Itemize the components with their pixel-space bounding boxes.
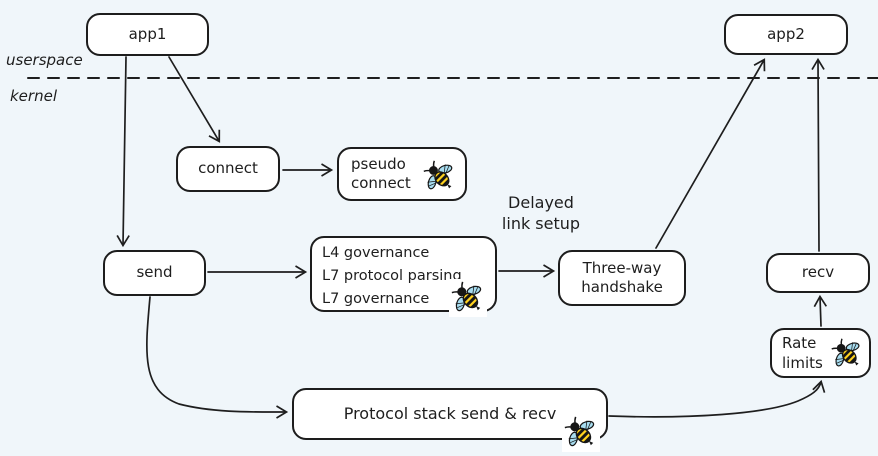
rate-limits-line-1: Rate [782,334,817,352]
arrow-app1-to-send [116,56,130,248]
node-three-way-handshake-label: Three-way handshake [581,259,663,298]
node-app2-label: app2 [767,24,805,43]
node-app2: app2 [724,14,848,55]
pseudo-connect-line-1: pseudo [351,154,406,173]
ebpf-bee-icon [829,336,865,372]
ebpf-bee-icon [449,279,487,317]
node-pseudo-connect-label: pseudo connect [351,155,411,194]
node-protocol-stack: Protocol stack send & recv [292,388,608,440]
node-pseudo-connect: pseudo connect [337,147,467,201]
kernel-label: kernel [10,87,57,105]
node-governance: L4 governance L7 protocol parsing L7 gov… [310,236,497,312]
node-app1: app1 [86,13,209,56]
node-recv-label: recv [801,263,835,282]
three-way-line-1: Three-way [582,258,662,277]
arrow-protocol-stack-to-rate-limits [608,379,826,418]
node-connect: connect [176,146,280,192]
node-rate-limits: Rate limits [770,328,871,378]
rate-limits-line-2: limits [782,354,823,372]
three-way-line-2: handshake [581,278,663,296]
node-protocol-stack-label: Protocol stack send & recv [343,403,557,423]
arrow-send-to-protocol-stack [146,296,289,419]
arrow-app1-to-connect [168,56,221,143]
governance-line-3: L7 governance [322,291,430,307]
node-governance-label: L4 governance L7 protocol parsing L7 gov… [322,242,462,311]
userspace-label: userspace [6,51,83,69]
node-recv: recv [766,253,870,293]
governance-line-2: L7 protocol parsing [322,268,462,284]
node-send: send [103,250,206,296]
node-three-way-handshake: Three-way handshake [558,250,686,306]
arrow-rate-limits-to-recv [813,294,828,327]
ebpf-bee-icon [562,414,600,452]
delayed-line-2: link setup [501,214,581,233]
node-app1-label: app1 [128,24,167,43]
arrow-three-way-to-app2 [655,58,766,249]
governance-line-1: L4 governance [322,245,430,261]
node-rate-limits-label: Rate limits [782,333,823,373]
pseudo-connect-line-2: connect [351,174,411,192]
node-connect-label: connect [198,159,258,178]
node-send-label: send [136,263,173,282]
delayed-line-1: Delayed [508,193,574,212]
delayed-link-setup-annotation: Delayed link setup [486,192,596,234]
arrow-recv-to-app2 [811,57,825,252]
ebpf-bee-icon [421,158,458,195]
